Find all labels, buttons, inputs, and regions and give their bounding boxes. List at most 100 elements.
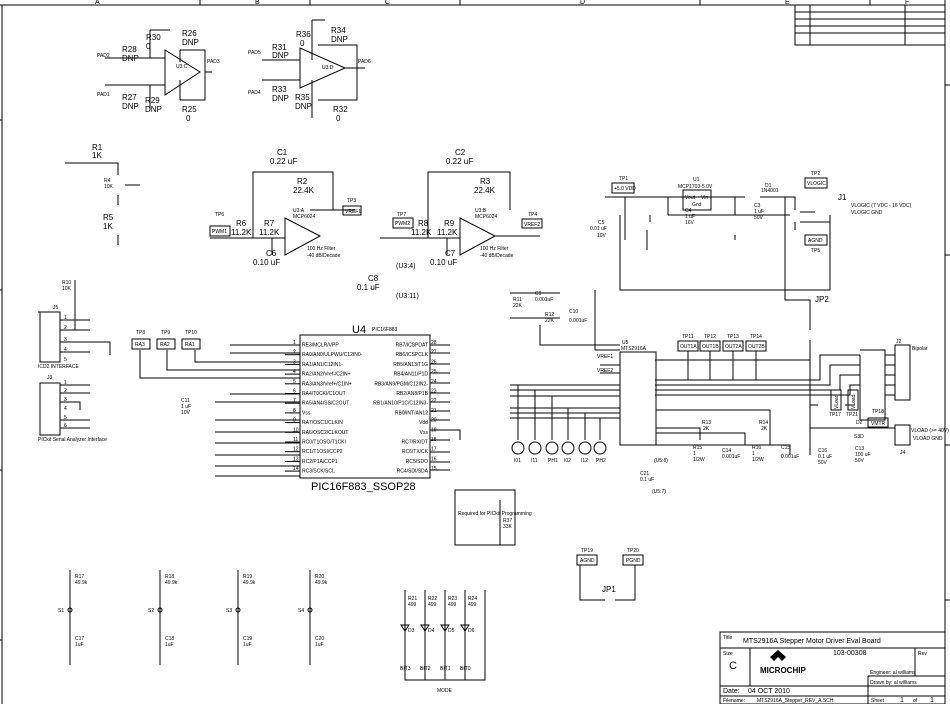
r33-value: DNP [272,94,289,103]
r32-value: 0 [336,114,341,123]
mode-label: MODE [437,688,453,694]
switch-icon [235,607,241,613]
r7-label: R7 [264,219,275,228]
u1-part: MCP1703-5.0V [678,184,713,190]
j1-pin1-label: VLOGIC (7 VDC - 16 VDC) [851,203,912,209]
filename-label: Filename: [723,698,745,704]
u4-pin-name: RB3/AN9/PGM/C12IN2- [374,381,428,387]
j3-pin-number: 6 [64,423,67,429]
icd2-interface-label: ICD2 INTERFACE [38,364,80,370]
tp21-value: VLoad [851,394,857,409]
d2-label: D2 [856,420,863,426]
tp9-box [156,338,176,350]
col-label: C [385,0,390,6]
u1-regulator [682,189,712,211]
revision-block [794,4,946,46]
test-pad-label: I12 [581,458,588,464]
led-label: D6 [468,628,475,634]
j2-bipolar-label: Bipolar [912,346,928,352]
u3a-part: MCP6024 [293,214,315,220]
u5-mts2916a-chip [619,351,657,446]
col-label: E [785,0,790,6]
u4-pic16f883-chip [299,334,431,479]
u4-pin-number: 12 [293,447,299,453]
tp20-box [622,554,644,566]
u4-pin-number: 24 [431,379,437,385]
j3-connector [39,382,61,436]
r35-value: DNP [295,102,312,111]
r31-label: R31 [272,43,287,52]
c8-label: C8 [368,274,379,283]
vref2-net: VREF2 [597,368,613,374]
jp1-label: JP1 [602,585,616,594]
test-pad-label: I01 [514,458,521,464]
test-pad-label: PH1 [548,458,558,464]
r6-value: 11.2K [231,228,252,237]
pickit-note: Required for PICkit Programming [458,511,532,517]
u4-pin-name: RB7/ICSPDAT [396,343,428,349]
tp6-value: PWM1 [212,229,227,235]
c14-label: C14 [722,448,731,454]
u4-pin-number: 14 [293,466,299,472]
tp5-value: AGND [808,238,823,244]
tp17-value: VLoad [834,394,840,409]
title-block [719,631,946,704]
tp11-value: OUT1A [680,344,697,350]
tp18-box [867,417,889,428]
vref1-net: VREF1 [597,354,613,360]
r6-label: R6 [236,219,247,228]
u1-vout: Vout [685,195,696,201]
pad1-label: PAD1 [97,92,110,98]
test-pad-icon [561,441,575,455]
c10-value: 0.001uF [569,318,587,324]
c11-value: 1 uF [181,404,191,410]
c5-rating: 10V [597,233,607,239]
tp17-box [830,389,842,411]
r37-label: R37 [503,518,512,524]
c4-label: C4 [685,208,692,214]
u4-pin-number: 25 [431,369,437,375]
size-value: C [729,660,737,672]
tp4-label: TP4 [528,212,537,218]
c3-rating: 50V [754,215,764,221]
switch-label: S1 [58,608,64,614]
size-label: Size [723,651,733,657]
switch-icon [67,607,73,613]
date-label: Date: [723,688,740,695]
u4-pin-number: 22 [431,398,437,404]
tp1-value: +5.0 VDD [614,186,636,192]
tp21-label: TP21 [846,412,858,418]
c11-label: C11 [181,398,190,404]
tp20-label: TP20 [627,548,639,554]
r14-value: 2K [761,426,768,432]
c7-value: 0.10 uF [430,258,457,267]
switch-icon [157,607,163,613]
bit-label: BIT0 [460,666,471,672]
c1-value: 0.22 uF [270,157,297,166]
c21-label: C21 [640,471,649,477]
pullup-resistor-value: 49.9k [243,580,256,586]
u4-pin-number: 21 [431,408,437,414]
led-label: D3 [408,628,415,634]
tp18-label: TP18 [872,409,884,415]
u4-pin-name: RC4/SDI/SDA [397,469,429,475]
r29-value: DNP [145,105,162,114]
led-icon [420,624,430,632]
u4-pin-name: RB6/ICSPCLK [395,352,428,358]
c5-label: C5 [598,220,605,226]
u4-pin-number: 16 [431,456,437,462]
filter2-note: -40 dB/Decade [480,253,514,259]
switch-icon [307,607,313,613]
led-resistor-label: R21 [408,596,417,602]
r10-value: 10K [62,286,72,292]
c9-value: 0.001uF [535,297,553,303]
u3b-part: MCP6024 [475,214,497,220]
d1-value: 1N4001 [761,188,779,194]
filter1-note: 100 Hz Filter [307,246,336,252]
c4-rating: 16V [685,220,695,226]
c13-label: C13 [855,446,864,452]
tp1-label: TP1 [619,176,628,182]
capacitor-label: C17 [75,636,84,642]
